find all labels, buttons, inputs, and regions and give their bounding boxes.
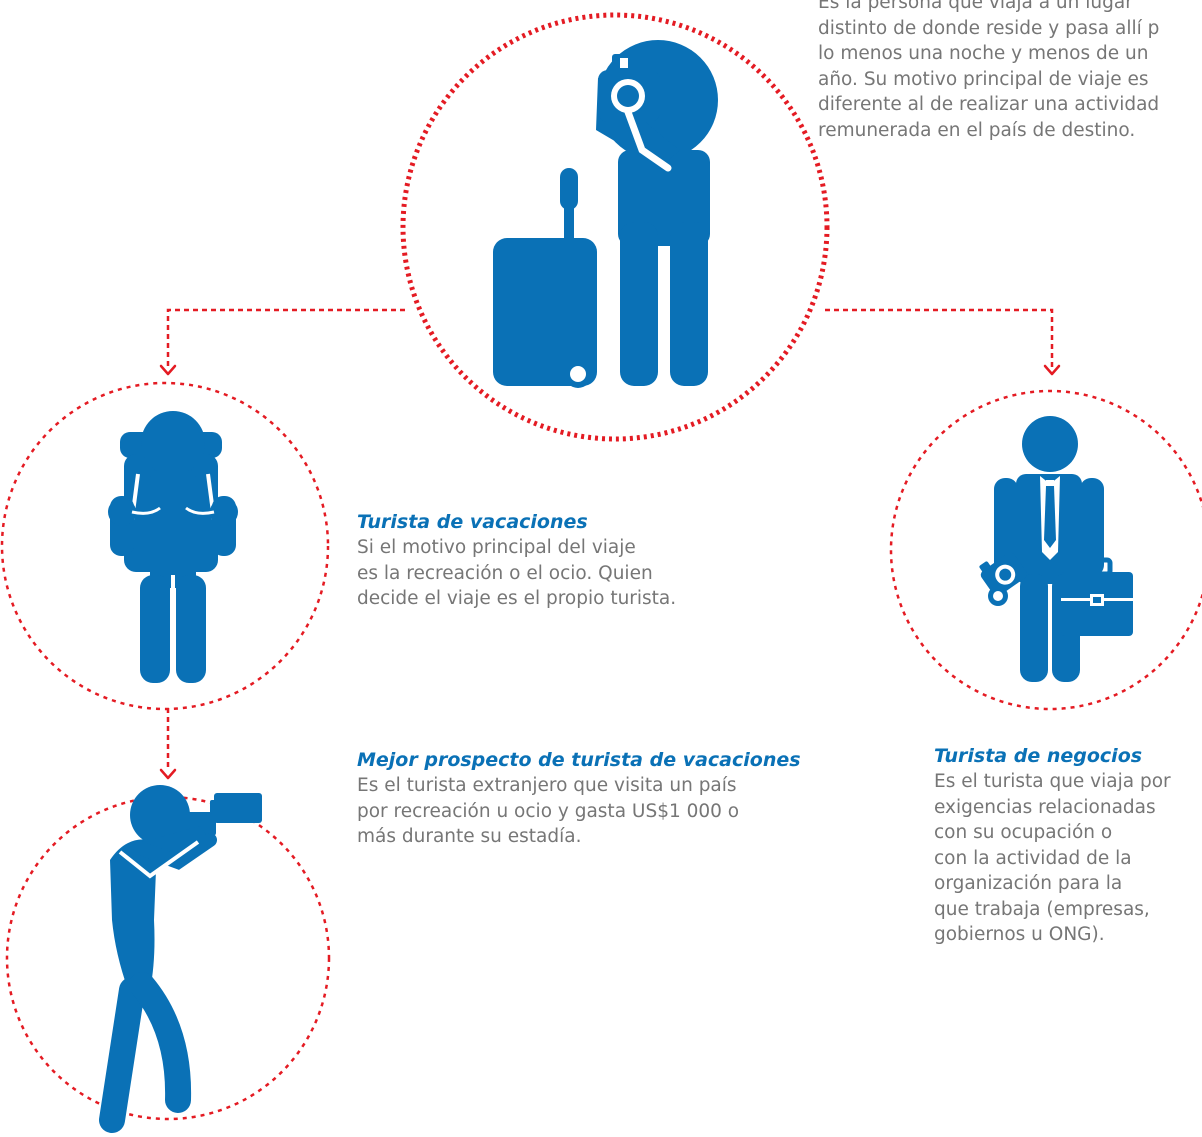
top-description-line: año. Su motivo principal de viaje es: [818, 68, 1149, 90]
businessman-with-briefcase-icon: [979, 416, 1133, 682]
top-description-line: distinto de donde reside y pasa allí p: [818, 17, 1160, 39]
prospecto-text: Mejor prospecto de turista de vacaciones…: [357, 748, 801, 850]
top-description-line: Es la persona que viaja a un lugar: [818, 0, 1133, 13]
top-description-line: remunerada en el país de destino.: [818, 119, 1136, 141]
vacaciones-description-line: decide el viaje es el propio turista.: [357, 588, 677, 609]
negocios-description-line: con la actividad de la: [934, 847, 1132, 869]
arrowheads: [159, 364, 1061, 780]
prospecto-description-line: más durante su estadía.: [357, 826, 582, 847]
vacaciones-description-line: es la recreación o el ocio. Quien: [357, 562, 653, 584]
vacaciones-description-line: Si el motivo principal del viaje: [357, 537, 636, 558]
prospecto-title: Mejor prospecto de turista de vacaciones: [357, 749, 801, 771]
negocios-description-line: con su ocupación o: [934, 822, 1113, 843]
photographer-icon: [99, 785, 262, 1133]
circle-top: [400, 12, 830, 442]
backpacker-icon: [108, 411, 238, 683]
prospecto-description-line: Es el turista extranjero que visita un p…: [357, 775, 737, 796]
connector-top-to-vacaciones: [166, 308, 405, 368]
circle-vacaciones: [0, 381, 330, 711]
vacaciones-title: Turista de vacaciones: [357, 511, 588, 533]
arrow-down-icon: [159, 768, 177, 780]
top-description-line: lo menos una noche y menos de un: [818, 43, 1149, 64]
negocios-description-line: gobiernos u ONG).: [934, 924, 1105, 945]
connectors: [166, 308, 1054, 770]
top-description: Es la persona que viaja a un lugar disti…: [818, 0, 1159, 143]
arrow-down-icon: [159, 364, 177, 376]
negocios-description-line: que trabaja (empresas,: [934, 898, 1150, 920]
prospecto-description-line: por recreación u ocio y gasta US$1 000 o: [357, 800, 740, 822]
negocios-text: Turista de negocios Es el turista que vi…: [934, 744, 1171, 948]
connector-top-to-negocios: [825, 308, 1054, 368]
vacaciones-text: Turista de vacaciones Si el motivo princ…: [357, 510, 676, 612]
top-description-line: diferente al de realizar una actividad: [818, 94, 1160, 115]
negocios-description-line: organización para la: [934, 873, 1123, 894]
circle-negocios: [889, 389, 1202, 711]
negocios-description-line: exigencias relacionadas: [934, 796, 1156, 818]
tourist-with-camera-and-suitcase-icon: [493, 40, 718, 388]
negocios-title: Turista de negocios: [934, 745, 1143, 767]
negocios-description-line: Es el turista que viaja por: [934, 771, 1171, 792]
arrow-down-icon: [1043, 364, 1061, 376]
